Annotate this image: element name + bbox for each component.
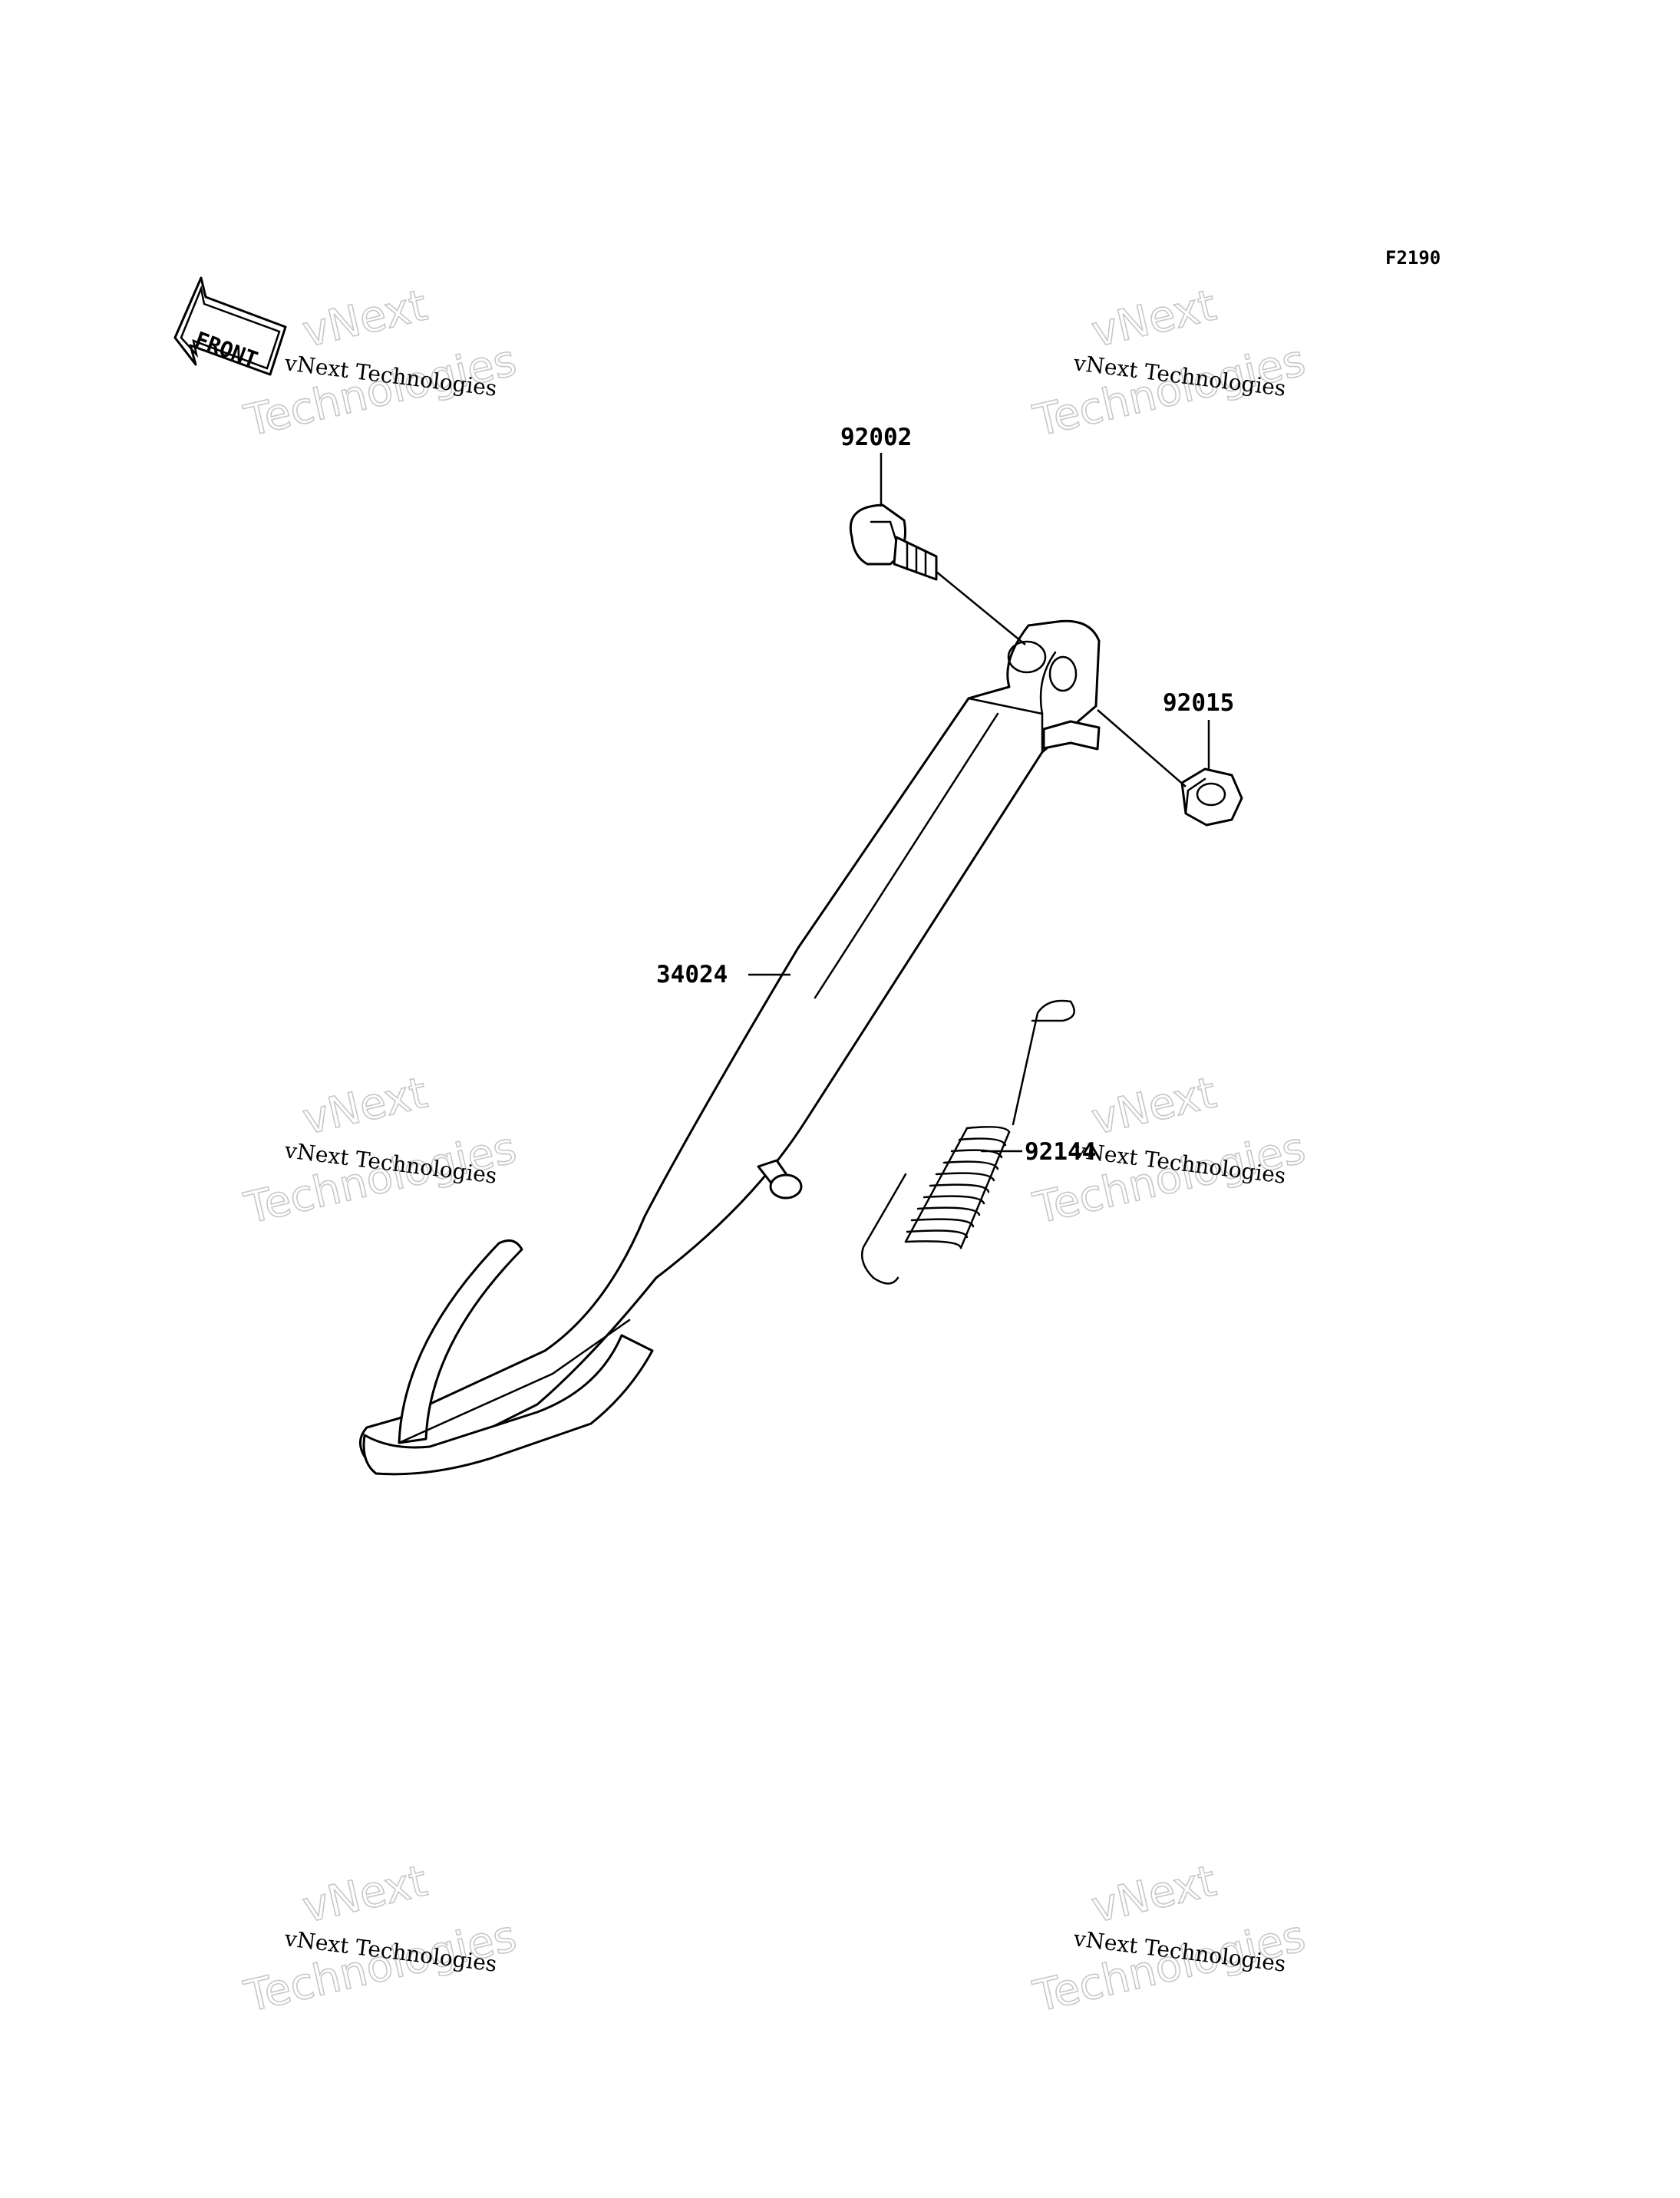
- part-label-34024: 34024: [656, 961, 728, 988]
- front-arrow-icon: FRONT: [173, 276, 287, 376]
- svg-text:vNext: vNext: [1088, 1856, 1221, 1933]
- part-label-92015: 92015: [1163, 689, 1234, 717]
- part-label-92144: 92144: [1025, 1138, 1096, 1166]
- svg-text:vNext: vNext: [299, 1068, 432, 1145]
- svg-text:vNext: vNext: [1088, 281, 1221, 358]
- watermark-middle-left: vNext Technologies vNext Technologies: [239, 1068, 522, 1235]
- side-stand-part: [359, 619, 1101, 1476]
- part-label-92002: 92002: [840, 424, 912, 451]
- leader-lines: [748, 453, 1210, 1153]
- svg-text:vNext: vNext: [299, 281, 432, 358]
- svg-text:vNext: vNext: [1088, 1068, 1221, 1145]
- watermark-bottom-right: vNext Technologies vNext Technologies: [1028, 1856, 1311, 2023]
- svg-text:vNext: vNext: [299, 1856, 432, 1933]
- bolt-part: [850, 503, 938, 581]
- watermark-top-left: vNext Technologies vNext Technologies: [239, 280, 522, 447]
- nut-part: [1180, 767, 1243, 827]
- figure-code: F2190: [1385, 247, 1441, 269]
- watermark-top-right: vNext Technologies vNext Technologies: [1028, 280, 1311, 447]
- watermark-bottom-left: vNext Technologies vNext Technologies: [239, 1856, 522, 2023]
- spring-part: [860, 999, 1075, 1285]
